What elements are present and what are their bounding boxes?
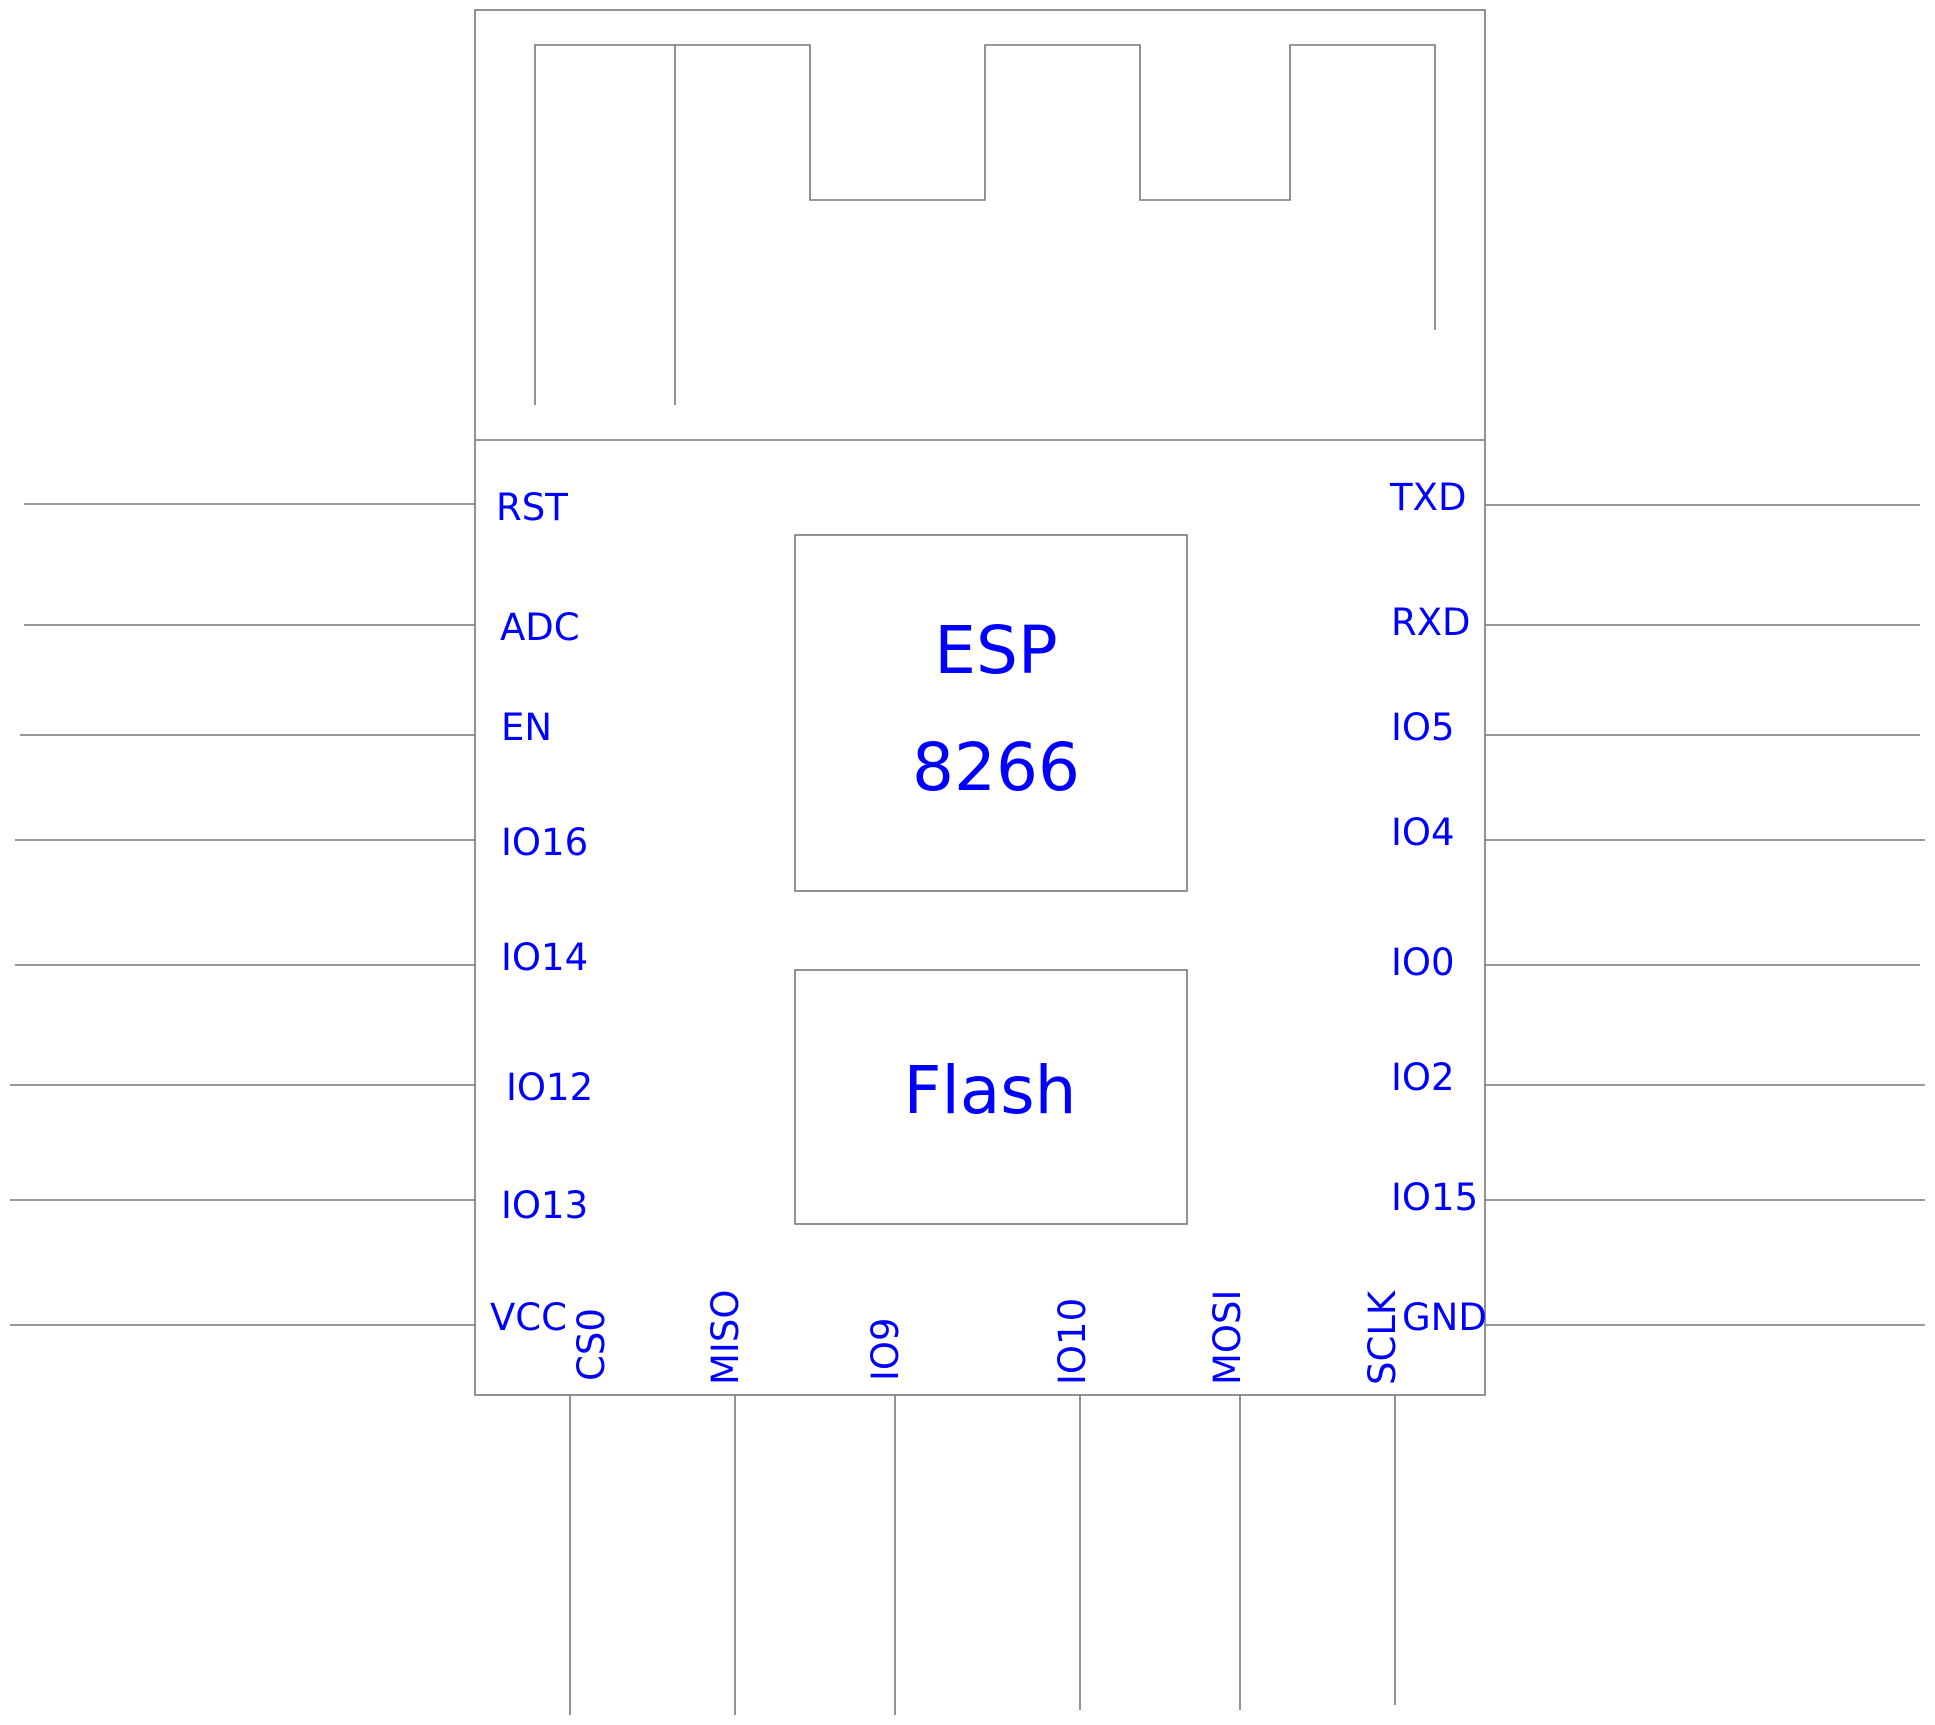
pin-label-gnd: GND <box>1402 1296 1487 1339</box>
left-pins: RST ADC EN IO16 IO14 IO12 IO13 VCC <box>10 486 593 1339</box>
chip-label-esp: ESP <box>934 612 1057 689</box>
pin-label-mosi: MOSI <box>1206 1290 1249 1385</box>
pin-label-io12: IO12 <box>506 1066 593 1109</box>
pin-label-io5: IO5 <box>1391 706 1455 749</box>
esp8266-chip: ESP 8266 <box>794 534 1188 892</box>
antenna-trace <box>534 44 1436 405</box>
pin-label-io2: IO2 <box>1391 1056 1455 1099</box>
flash-chip-outline <box>794 969 1188 1225</box>
pin-label-io15: IO15 <box>1391 1176 1478 1219</box>
pin-label-rxd: RXD <box>1391 601 1471 644</box>
pin-label-io10: IO10 <box>1051 1298 1094 1385</box>
pin-label-io9: IO9 <box>864 1317 907 1381</box>
pin-label-cs0: CS0 <box>570 1308 613 1381</box>
pin-label-rst: RST <box>496 486 568 529</box>
pin-label-io14: IO14 <box>501 936 588 979</box>
pin-label-en: EN <box>501 706 552 749</box>
pin-label-io0: IO0 <box>1391 941 1455 984</box>
esp8266-chip-outline <box>794 534 1188 892</box>
module-outline <box>474 9 1486 1396</box>
flash-chip: Flash <box>794 969 1188 1225</box>
pin-label-txd: TXD <box>1389 476 1466 519</box>
pcb-antenna <box>534 44 1436 405</box>
pin-label-io13: IO13 <box>501 1184 588 1227</box>
pin-label-sclk: SCLK <box>1361 1289 1404 1385</box>
right-pins: TXD RXD IO5 IO4 IO0 IO2 IO15 GND <box>1389 476 1925 1339</box>
pin-label-io16: IO16 <box>501 821 588 864</box>
flash-label: Flash <box>904 1052 1077 1129</box>
bottom-pins: CS0 MISO IO9 IO10 MOSI SCLK <box>569 1289 1404 1715</box>
pin-label-io4: IO4 <box>1391 811 1455 854</box>
pin-label-miso: MISO <box>704 1290 747 1385</box>
chip-label-8266: 8266 <box>912 729 1080 806</box>
pin-label-vcc: VCC <box>490 1296 567 1339</box>
pin-label-adc: ADC <box>500 606 580 649</box>
